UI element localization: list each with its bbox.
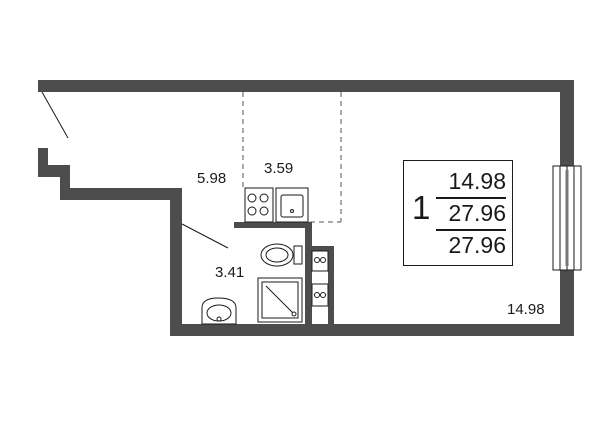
kitchen-area-label: 3.59 [264,160,294,177]
entry-stub [38,80,44,86]
left-wall-lower [170,200,182,336]
area-summary-box: 1 14.98 27.96 27.96 [403,160,513,266]
summary-living-area: 14.98 [448,168,506,194]
door-swing-icon [41,91,69,139]
bathroom-top-wall [234,222,312,228]
kitchen-sink-icon [275,187,309,223]
washing-machine-icon [311,250,329,307]
summary-total-area: 27.96 [448,200,506,226]
right-wall-upper [560,80,574,166]
stove-icon [244,187,274,223]
bottom-wall [170,324,574,336]
bathroom-door-swing-icon [181,223,229,249]
bathroom-walls [234,222,334,326]
niche-right-wall [328,246,334,326]
room-count: 1 [412,189,431,226]
niche-top-wall [305,246,334,251]
bathroom-right-wall [305,222,312,326]
toilet-icon [260,243,303,267]
living-room-area-label: 14.98 [507,301,545,318]
summary-divider-2 [436,229,506,231]
right-wall-lower [560,270,574,336]
outer-walls [38,80,574,336]
summary-divider-1 [436,197,506,199]
window-icon [552,165,582,271]
left-stepped-wall [38,148,182,200]
summary-total-area-with-balcony: 27.96 [448,232,506,258]
bathroom-area-label: 3.41 [215,264,245,281]
kitchen-zone-outline [242,92,342,223]
hall-area-label: 5.98 [197,170,227,187]
washbasin-icon [201,297,237,325]
top-wall [38,80,574,92]
shower-tray-icon [257,277,303,323]
